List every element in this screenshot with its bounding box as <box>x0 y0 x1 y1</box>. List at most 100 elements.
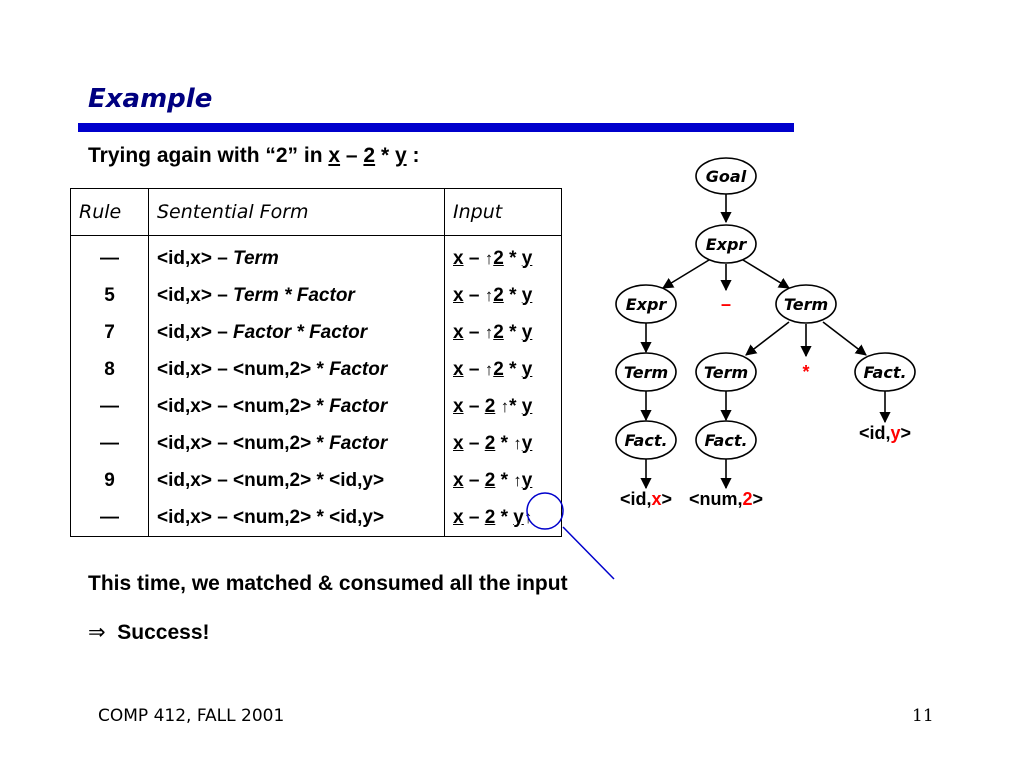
node-expr-top <box>695 224 757 264</box>
input-token: y <box>521 469 533 491</box>
input-token: 2 <box>493 321 504 343</box>
subtitle-x: x <box>328 144 341 167</box>
cell-rule: 7 <box>70 314 149 351</box>
callout-circle <box>526 492 564 530</box>
input-token: y <box>521 284 533 306</box>
input-token: x <box>453 506 464 528</box>
input-text: x – ↑2 * y <box>453 322 532 343</box>
input-token: 2 <box>484 469 496 491</box>
success-text: Success! <box>117 621 210 644</box>
input-token: y <box>513 506 524 528</box>
up-arrow-icon: ↑ <box>500 396 510 416</box>
cell-sentential-form: <id,x> – <num,2> * <id,y> <box>148 462 445 499</box>
subtitle-star: * <box>375 144 395 167</box>
cell-rule: — <box>70 235 149 277</box>
cell-input: x – 2 * ↑y <box>444 425 562 462</box>
conclusion-text: This time, we matched & consumed all the… <box>88 572 568 595</box>
form-plain: <id,x> – <num,2> * <box>157 432 330 454</box>
cell-rule: — <box>70 388 149 425</box>
input-token: y <box>521 321 533 343</box>
input-token: x <box>453 247 464 269</box>
success-line: ⇒ Success! <box>88 620 210 645</box>
input-char: * <box>509 247 517 269</box>
page-number: 11 <box>912 706 934 726</box>
input-char: – <box>468 358 480 380</box>
form-plain: <id,x> – <num,2> * <box>157 395 330 417</box>
node-fact-ll <box>615 420 677 460</box>
input-token: x <box>453 358 464 380</box>
input-token: x <box>453 284 464 306</box>
input-char: – <box>468 247 480 269</box>
input-text: x – ↑2 * y <box>453 359 532 380</box>
node-fact-right-label: Fact. <box>863 363 906 382</box>
input-text: x – 2 * ↑y <box>453 433 532 454</box>
input-char: * <box>509 321 517 343</box>
input-token: x <box>453 469 464 491</box>
node-fact-mid <box>695 420 757 460</box>
table-row: — <id,x> – Term x – ↑2 * y <box>70 235 562 277</box>
form-italic: Factor <box>329 432 388 454</box>
node-star: * <box>802 362 809 382</box>
form-italic: Term <box>233 247 279 269</box>
edge-expr-termright <box>742 259 790 289</box>
input-text: x – ↑2 * y <box>453 248 532 269</box>
cell-rule: — <box>70 499 149 537</box>
cell-input: x – ↑2 * y <box>444 235 562 277</box>
node-term-ll <box>615 352 677 392</box>
input-char: – <box>468 321 480 343</box>
input-token: 2 <box>493 284 504 306</box>
input-text: x – 2 * ↑y <box>453 470 532 491</box>
input-char: – <box>468 469 480 491</box>
cell-rule: 9 <box>70 462 149 499</box>
leaf-num-2: <num,2> <box>689 489 763 509</box>
input-char: – <box>468 395 480 417</box>
node-minus: – <box>721 294 731 314</box>
subtitle-prefix: Trying again with “2” in <box>88 144 329 167</box>
node-expr-left-label: Expr <box>626 295 668 314</box>
cell-sentential-form: <id,x> – <num,2> * <id,y> <box>148 499 445 537</box>
node-expr-left <box>615 284 677 324</box>
node-goal-label: Goal <box>706 167 747 186</box>
form-italic: Factor <box>329 395 388 417</box>
form-plain: <id,x> – <box>157 247 234 269</box>
node-goal <box>695 157 757 195</box>
input-token: y <box>521 358 533 380</box>
cell-rule: — <box>70 425 149 462</box>
footer-course: COMP 412, FALL 2001 <box>98 706 285 726</box>
cell-input: x – ↑2 * y <box>444 351 562 388</box>
cell-input: x – ↑2 * y <box>444 277 562 314</box>
input-text: x – 2 ↑* y <box>453 396 532 417</box>
edge-termright-termmid <box>745 321 790 356</box>
node-fact-ll-label: Fact. <box>624 431 667 450</box>
edge-termright-factright <box>822 321 867 356</box>
edge-expr-exprleft <box>662 259 710 289</box>
cell-input: x – 2 * y↑ <box>444 499 562 537</box>
leaf-id-x: <id,x> <box>620 489 672 509</box>
form-plain: <id,x> – <num,2> * <id,y> <box>157 469 385 491</box>
node-fact-right <box>854 352 916 392</box>
input-char: * <box>509 395 517 417</box>
input-char: * <box>500 506 508 528</box>
subtitle-2: 2 <box>363 144 376 167</box>
up-arrow-icon: ↑ <box>484 248 494 268</box>
input-char: – <box>468 506 480 528</box>
header-input: Input <box>444 188 562 236</box>
form-italic: Term * Factor <box>233 284 355 306</box>
input-token: y <box>521 432 533 454</box>
table-row: — <id,x> – <num,2> * Factor x – 2 ↑* y <box>70 388 562 425</box>
form-italic: Factor * Factor <box>233 321 368 343</box>
header-sentential-form: Sentential Form <box>148 188 445 236</box>
input-token: 2 <box>493 247 504 269</box>
input-char: – <box>468 284 480 306</box>
form-plain: <id,x> – <num,2> * <id,y> <box>157 506 385 528</box>
cell-sentential-form: <id,x> – Factor * Factor <box>148 314 445 351</box>
form-italic: Factor <box>329 358 388 380</box>
cell-rule: 8 <box>70 351 149 388</box>
node-term-mid <box>695 352 757 392</box>
cell-input: x – ↑2 * y <box>444 314 562 351</box>
table-row: 7<id,x> – Factor * Factor x – ↑2 * y <box>70 314 562 351</box>
table-row: — <id,x> – <num,2> * Factor x – 2 * ↑y <box>70 425 562 462</box>
callout-line <box>562 526 615 580</box>
node-term-mid-label: Term <box>704 363 748 382</box>
